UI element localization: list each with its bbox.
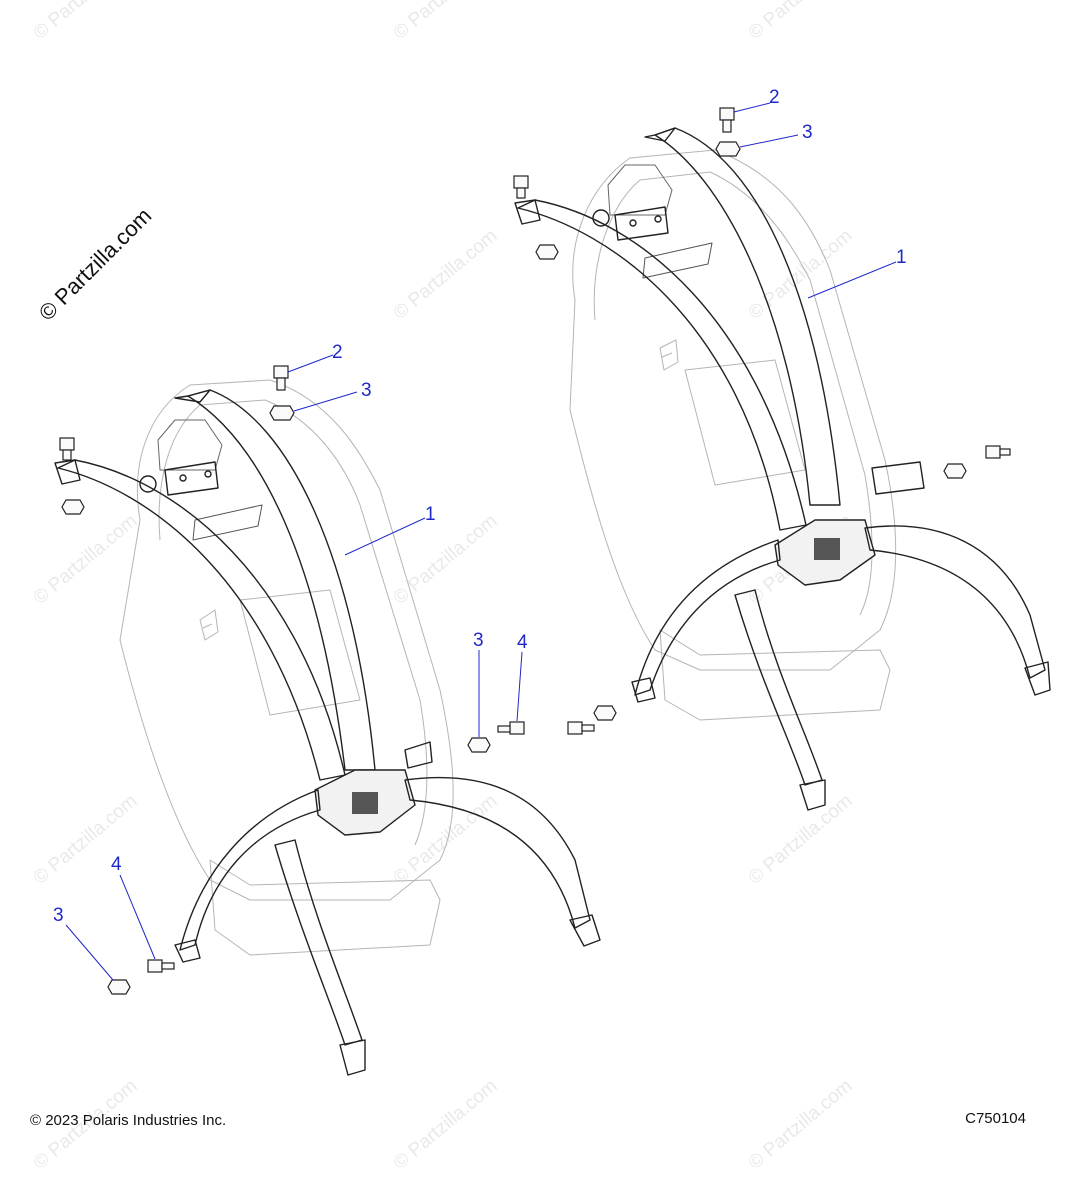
right-sub-strap [734,589,823,786]
callout-labels: 1 2 3 3 4 4 3 2 3 1 [53,87,907,926]
callout-left-nut-top: 3 [361,380,372,401]
bolt-part [985,445,1011,459]
bolt-part [567,721,595,735]
left-diagonal-strap [57,459,346,781]
callout-leaders [65,102,897,981]
watermark: © Partzilla.com [745,1075,857,1173]
watermark: © Partzilla.com [745,0,857,44]
left-seat-assembly [54,379,601,1076]
drawing-number: C750104 [965,1110,1026,1127]
watermark: © Partzilla.com [30,790,142,888]
right-diagonal-strap [517,199,807,531]
watermark: © Partzilla.com [745,790,857,888]
watermark: © Partzilla.com [390,225,502,323]
callout-left-bolt-low: 4 [111,854,122,875]
right-shoulder-strap [654,127,841,506]
nut-part [107,979,131,995]
leader-line [119,874,156,960]
watermark: © Partzilla.com [390,1075,502,1173]
bolt-part [719,107,735,133]
callout-right-belt: 1 [896,247,907,268]
nut-part [593,705,617,721]
bolt-part [59,437,75,461]
hardware-layer [59,107,1011,995]
watermark: © Partzilla.com [390,510,502,608]
callout-left-bolt-mid: 4 [517,632,528,653]
leader-line [65,924,114,981]
right-waist-strap-left [634,539,781,696]
callout-right-bolt-top: 2 [769,87,780,108]
bolt-part [497,721,525,735]
bolt-part [513,175,529,199]
callout-left-belt: 1 [425,504,436,525]
left-seat-bracket [139,419,263,541]
nut-part [535,244,559,260]
nut-part [715,141,741,157]
leader-line [739,134,799,148]
leader-line [807,261,897,299]
bolt-part [147,959,175,973]
right-waist-strap-right [864,525,1046,679]
leader-line [733,102,771,113]
watermark: © Partzilla.com [30,510,142,608]
leader-line [293,391,358,412]
bolt-part [273,365,289,391]
watermark: © Partzilla.com [390,0,502,44]
brand-watermark: © Partzilla.com [34,203,157,326]
watermark: © Partzilla.com [30,0,142,44]
nut-part [943,463,967,479]
callout-right-nut-top: 3 [802,122,813,143]
left-waist-strap-left [179,789,321,951]
right-seat-bracket [592,164,713,279]
left-sub-strap [274,839,363,1046]
callout-left-bolt-top: 2 [332,342,343,363]
callout-left-nut-low: 3 [53,905,64,926]
callout-left-nut-mid: 3 [473,630,484,651]
leader-line [287,354,334,373]
nut-part [269,405,295,421]
right-seat-assembly [514,127,1051,811]
leader-line [344,517,426,556]
copyright-text: © 2023 Polaris Industries Inc. [30,1112,227,1129]
watermark: © Partzilla.com [745,225,857,323]
leader-line [516,651,523,722]
watermark-layer: © Partzilla.com © Partzilla.com © Partzi… [30,0,857,1174]
nut-part [467,737,491,753]
nut-part [61,499,85,515]
